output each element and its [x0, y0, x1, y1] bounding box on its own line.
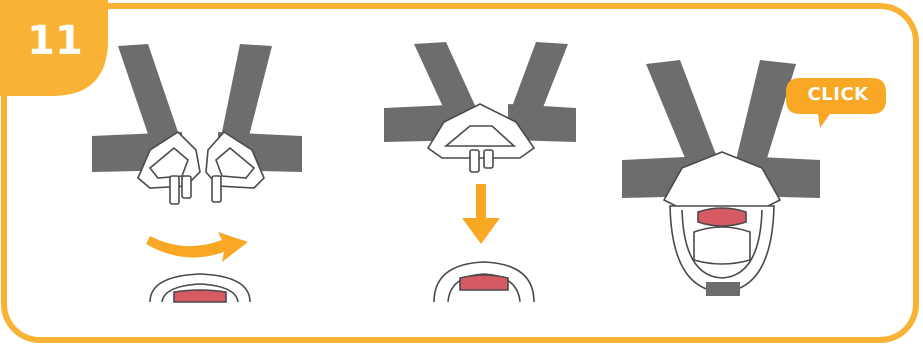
buckle-assembly [662, 151, 782, 293]
down-arrow [462, 184, 500, 244]
left-buckle-tongue [137, 130, 201, 205]
left-strap [118, 44, 178, 140]
buckle-receiver [149, 273, 251, 303]
lower-strap [706, 282, 740, 296]
right-strap [510, 42, 568, 120]
panel-join-tongues [384, 42, 576, 303]
buckle-receiver [433, 261, 535, 303]
right-strap [222, 44, 272, 140]
joined-buckle-tongues [426, 103, 536, 173]
left-strap [414, 42, 478, 122]
click-speech-bubble [786, 78, 886, 128]
step-number: 11 [27, 18, 83, 64]
left-strap [646, 60, 718, 170]
right-buckle-tongue [205, 130, 265, 203]
curved-arrow [146, 232, 248, 262]
click-label: CLICK [807, 84, 869, 105]
panel-separate-tongues [92, 44, 302, 303]
panel-buckle-click [622, 60, 886, 296]
step-badge [0, 0, 108, 96]
right-strap [736, 60, 796, 168]
